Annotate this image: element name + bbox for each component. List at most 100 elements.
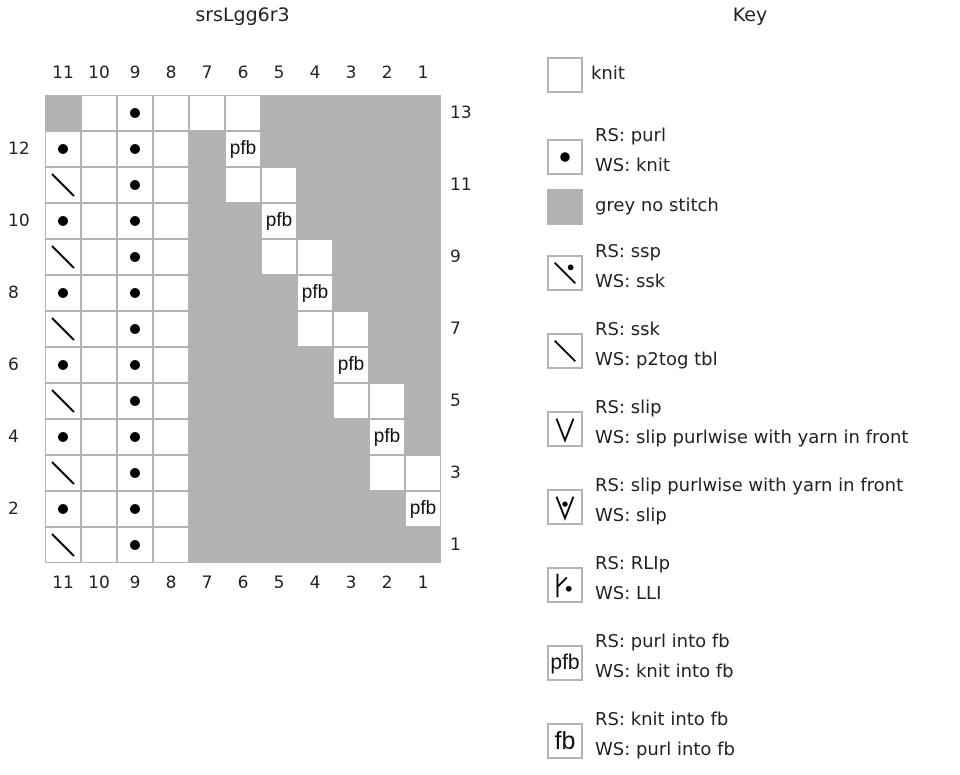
purl-symbol-icon [130, 360, 140, 370]
key-item-text: WS: slip [595, 505, 667, 526]
pfb-label: pfb [409, 498, 437, 519]
right-row-number: 3 [450, 463, 461, 483]
chart-cell-grey [261, 383, 297, 419]
chart-cell-purl [45, 419, 81, 455]
ssk-icon [553, 339, 577, 363]
chart-cell-knit [81, 383, 117, 419]
chart-cell-grey [189, 131, 225, 167]
ssk-symbol-icon [51, 389, 75, 413]
chart-cell-grey [369, 527, 405, 563]
chart-cell-grey [405, 239, 441, 275]
chart-cell-grey [405, 167, 441, 203]
key-symbol-slip [547, 411, 583, 447]
pfb-label: pfb [373, 426, 401, 447]
key-item-text: RS: slip [595, 397, 662, 418]
pfb-symbol-label: pfb [550, 651, 580, 674]
chart-cell-knit [81, 419, 117, 455]
chart-cell-grey [297, 131, 333, 167]
chart-cell-grey [189, 491, 225, 527]
chart-title: srsLgg6r3 [195, 4, 290, 26]
chart-cell-knit [81, 455, 117, 491]
chart-cell-grey [297, 347, 333, 383]
chart-cell-grey [45, 95, 81, 131]
chart-cell-grey [225, 383, 261, 419]
chart-cell-grey [333, 95, 369, 131]
key-symbol-fb: fb [547, 723, 583, 759]
chart-cell-purl [117, 383, 153, 419]
chart-cell-knit [153, 167, 189, 203]
chart-cell-grey [225, 527, 261, 563]
chart-cell-ssk [45, 527, 81, 563]
key-title: Key [732, 4, 768, 26]
purl-symbol-icon [58, 432, 68, 442]
chart-cell-grey [405, 95, 441, 131]
key-symbol-rlip [547, 567, 583, 603]
chart-cell-knit [153, 95, 189, 131]
top-column-number: 9 [129, 63, 141, 83]
chart-cell-grey [225, 203, 261, 239]
chart-cell-grey [261, 491, 297, 527]
chart-cell-grey [333, 455, 369, 491]
chart-cell-knit [153, 131, 189, 167]
top-column-number: 8 [165, 63, 177, 83]
chart-cell-purl [117, 455, 153, 491]
chart-cell-knit [81, 347, 117, 383]
chart-cell-ssk [45, 239, 81, 275]
ssk-symbol-icon [51, 533, 75, 557]
bottom-column-number: 11 [52, 573, 74, 593]
chart-cell-grey [297, 95, 333, 131]
chart-cell-purl [117, 239, 153, 275]
chart-cell-ssk [45, 311, 81, 347]
top-column-number: 6 [237, 63, 249, 83]
key-symbol-purl [547, 139, 583, 175]
chart-cell-purl [45, 131, 81, 167]
chart-cell-grey [297, 419, 333, 455]
chart-cell-pfb: pfb [297, 275, 333, 311]
bottom-column-number: 2 [381, 573, 393, 593]
chart-cell-grey [369, 491, 405, 527]
chart-cell-pfb: pfb [333, 347, 369, 383]
top-column-number: 11 [52, 63, 74, 83]
chart-cell-knit [369, 455, 405, 491]
chart-cell-grey [261, 527, 297, 563]
key-item-text: RS: ssk [595, 319, 660, 340]
key-item-text: WS: LLI [595, 583, 662, 604]
chart-cell-knit [153, 347, 189, 383]
purl-symbol-icon [130, 180, 140, 190]
chart-cell-grey [189, 239, 225, 275]
chart-cell-grey [405, 311, 441, 347]
chart-cell-grey [189, 383, 225, 419]
key-symbol-ssp [547, 255, 583, 291]
purl-symbol-icon [130, 468, 140, 478]
key-symbol-pfb: pfb [547, 645, 583, 681]
chart-cell-grey [369, 95, 405, 131]
chart-cell-knit [81, 491, 117, 527]
chart-cell-knit [81, 167, 117, 203]
chart-cell-pfb: pfb [225, 131, 261, 167]
chart-cell-purl [117, 131, 153, 167]
left-row-number: 2 [8, 499, 19, 519]
chart-cell-grey [369, 131, 405, 167]
chart-cell-grey [405, 527, 441, 563]
chart-cell-grey [333, 419, 369, 455]
fb-symbol-label: fb [554, 727, 576, 755]
purl-symbol-icon [130, 540, 140, 550]
chart-cell-grey [405, 419, 441, 455]
ssk-symbol-icon [51, 317, 75, 341]
chart-cell-grey [297, 167, 333, 203]
bottom-column-number: 3 [345, 573, 357, 593]
chart-cell-purl [117, 491, 153, 527]
purl-symbol-icon [130, 108, 140, 118]
purl-symbol-icon [58, 360, 68, 370]
bottom-column-number: 9 [129, 573, 141, 593]
ssp-icon [553, 261, 577, 285]
top-column-number: 7 [201, 63, 213, 83]
bottom-column-number: 6 [237, 573, 249, 593]
chart-cell-grey [261, 131, 297, 167]
chart-cell-grey [261, 455, 297, 491]
chart-cell-grey [189, 311, 225, 347]
chart-cell-grey [225, 491, 261, 527]
chart-cell-knit [81, 311, 117, 347]
right-row-number: 5 [450, 391, 461, 411]
chart-cell-knit [81, 131, 117, 167]
